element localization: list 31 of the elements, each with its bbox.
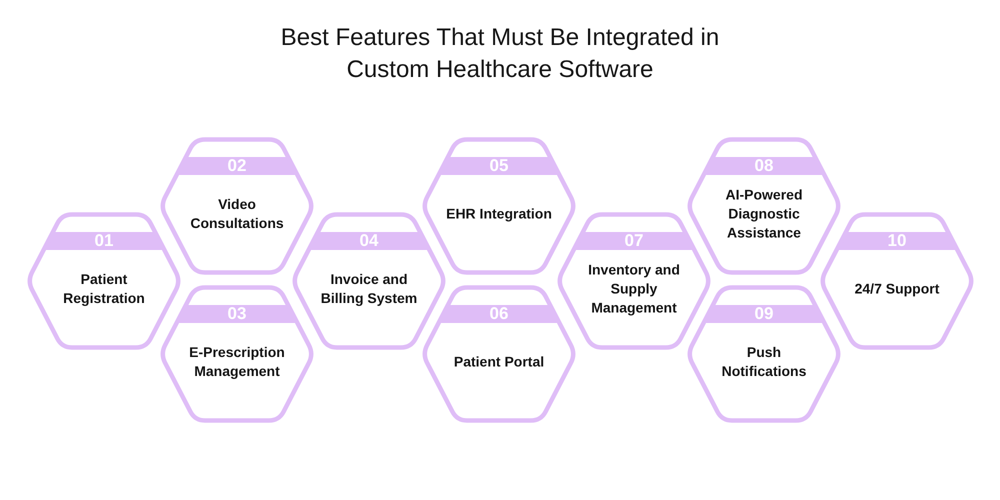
feature-hexagon <box>685 285 843 423</box>
diagram-title: Best Features That Must Be Integrated in Custom Healthcare Software <box>280 23 720 85</box>
feature-hexagon <box>25 212 183 350</box>
step-number: 10 <box>888 232 906 250</box>
step-number: 05 <box>490 157 508 175</box>
step-number: 09 <box>754 305 774 323</box>
feature-hexagon <box>420 137 578 275</box>
feature-label: Push Notifications <box>720 343 808 381</box>
feature-hexagon <box>685 137 843 275</box>
step-number: 04 <box>360 232 378 250</box>
feature-label: Inventory and Supply Management <box>587 260 681 318</box>
feature-label: EHR Integration <box>446 204 552 224</box>
feature-label: Video Consultations <box>189 195 285 233</box>
feature-hexagon <box>555 212 713 350</box>
feature-hexagon <box>158 137 316 275</box>
feature-label: E-Prescription Management <box>188 343 286 381</box>
feature-label: Patient Portal <box>454 352 544 372</box>
step-number: 07 <box>624 232 644 250</box>
feature-hexagon <box>420 285 578 423</box>
feature-hexagon <box>290 212 448 350</box>
feature-label: Invoice and Billing System <box>320 270 418 308</box>
step-number: 03 <box>228 305 246 323</box>
step-number: 01 <box>94 232 114 250</box>
step-number: 08 <box>754 157 774 175</box>
feature-label: AI-Powered Diagnostic Assistance <box>724 186 804 242</box>
feature-label: 24/7 Support <box>854 280 940 298</box>
feature-hexagon <box>818 212 976 350</box>
feature-label: Patient Registration <box>62 270 146 308</box>
step-number: 02 <box>228 157 246 175</box>
step-number: 06 <box>490 305 508 323</box>
feature-hexagon <box>158 285 316 423</box>
